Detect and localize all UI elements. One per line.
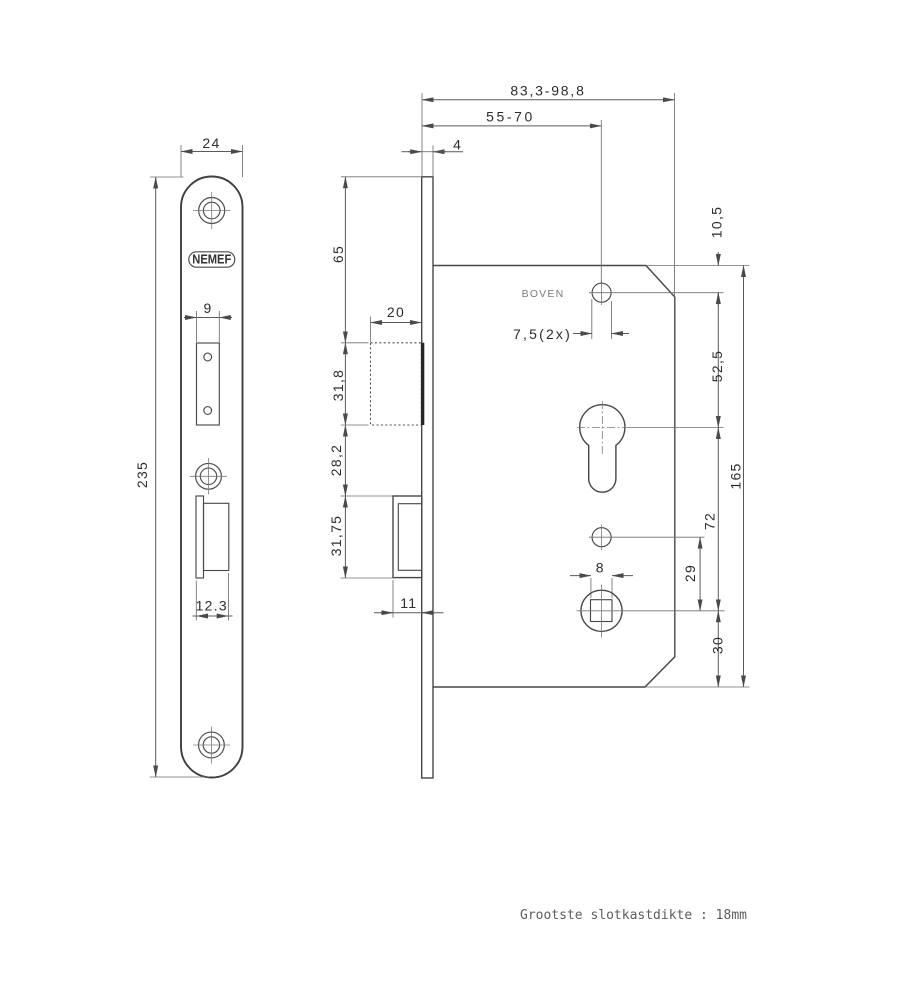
dim-case-height: 165 (728, 462, 744, 489)
orientation-label: BOVEN (522, 288, 565, 300)
dim-plate-thickness: 4 (453, 137, 462, 153)
lock-case-outline (433, 264, 676, 688)
dim-plate-height: 235 (134, 461, 150, 488)
dim-fixing-hole: 7,5(2x) (513, 326, 572, 342)
dim-hole-to-cylinder: 52,5 (709, 350, 725, 382)
euro-cylinder-hole-icon (577, 401, 629, 493)
latch-body-hidden (369, 342, 422, 426)
dim-follower-to-bottom: 30 (710, 636, 726, 654)
dim-bolt-depth: 11 (400, 595, 417, 611)
screw-hole-middle-icon (190, 458, 227, 495)
follower-hole-icon (576, 584, 623, 638)
bolt-pocket-inner (397, 503, 423, 571)
dim-latch-height: 31,8 (330, 369, 346, 401)
strike-screw-hole-lower-icon (203, 406, 213, 415)
dim-bolt-opening-width: 12.3 (196, 598, 228, 614)
case-view: 83,3-98,8 55-70 BOVEN 7,5(2x) (421, 83, 750, 688)
strike-screw-hole-upper-icon (203, 352, 213, 362)
dim-top-to-latch: 65 (330, 245, 346, 263)
dim-latch-depth: 20 (387, 304, 405, 320)
side-view: 4 65 31,8 28,2 31,75 20 11 (328, 137, 463, 779)
dim-hole-to-follower: 29 (682, 564, 698, 582)
bolt-opening-lip (195, 495, 205, 579)
bolt-pocket-outer (392, 495, 423, 579)
dim-bolt-height: 31,75 (328, 515, 344, 557)
screw-hole-top-icon (193, 192, 231, 229)
dim-plate-width: 24 (202, 135, 220, 151)
latch-strike-opening (195, 342, 220, 426)
dim-case-depth-range: 83,3-98,8 (510, 83, 585, 99)
screw-hole-bottom-icon (193, 726, 230, 764)
footer-note: Grootste slotkastdikte : 18mm (520, 908, 747, 923)
dim-latch-opening-width: 9 (203, 300, 212, 316)
front-view: NEMEF 9 12.3 (134, 135, 244, 779)
brand-label: NEMEF (192, 253, 231, 267)
brand-badge-outline (188, 251, 236, 268)
faceplate-outline (180, 175, 244, 779)
dim-follower-square: 8 (596, 560, 605, 576)
dim-top-to-hole: 10,5 (709, 206, 725, 238)
bolt-opening-box (202, 502, 230, 572)
dim-cylinder-to-follower: 72 (702, 512, 718, 530)
dim-backset-range: 55-70 (486, 109, 535, 125)
faceplate-edge-outline (421, 176, 434, 779)
dim-latch-to-bolt: 28,2 (328, 444, 344, 476)
